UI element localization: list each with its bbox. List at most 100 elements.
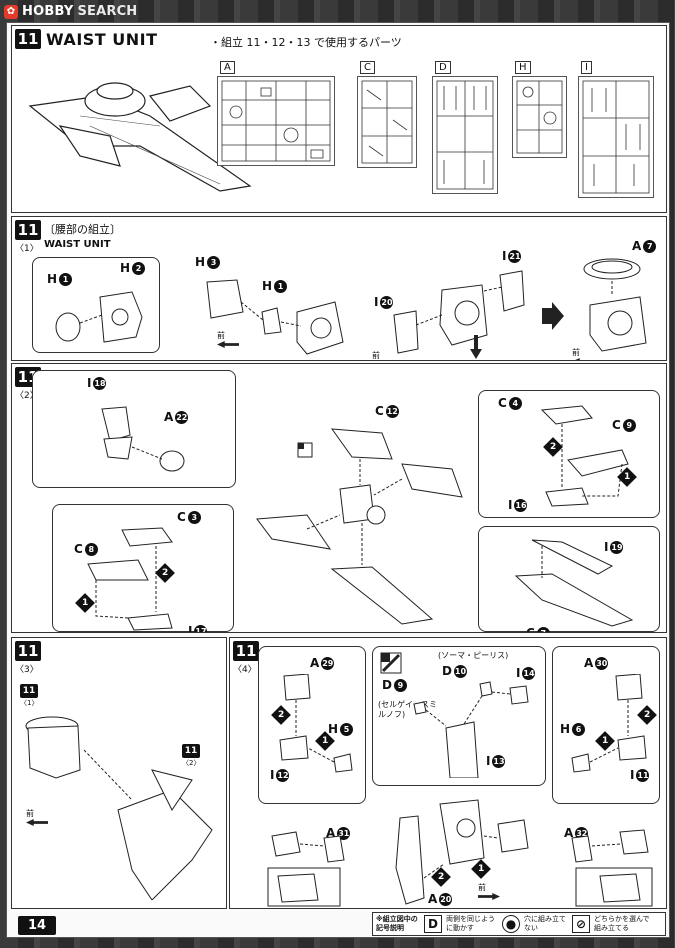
- h3-assembly-drawing: [206, 279, 344, 355]
- brand-logo-icon: ✿: [4, 4, 18, 19]
- part-number: 4: [508, 396, 522, 410]
- h1-h2-parts-drawing: [55, 291, 143, 343]
- part-number: 11: [636, 768, 650, 782]
- runner-label: D: [435, 61, 451, 74]
- front-arrow-icon: [572, 358, 594, 360]
- section-title: WAIST UNIT: [44, 239, 111, 250]
- step-badge: 11: [15, 641, 41, 661]
- part-letter: C: [177, 510, 186, 524]
- order-number: 1: [623, 471, 631, 482]
- part-number: 8: [84, 542, 98, 556]
- front-indicator: 前: [478, 882, 500, 900]
- center-skirt-assembly-drawing: [256, 428, 463, 625]
- part-number: 20: [439, 892, 453, 906]
- part-number: 18: [93, 376, 107, 390]
- part-letter: A: [564, 826, 574, 840]
- part-letter: H: [195, 255, 206, 269]
- front-arrow-icon: [26, 819, 48, 826]
- part-letter: A: [584, 656, 594, 670]
- a31-drawing: [267, 831, 345, 907]
- d9-d10-i13-drawing: [413, 681, 529, 778]
- c4-c9-i16-drawing: [540, 405, 629, 507]
- part-number: 19: [610, 540, 624, 554]
- section-title: WAIST UNIT: [46, 30, 158, 49]
- waist-unit-illustration: [28, 82, 252, 192]
- a7-assembly-drawing: [583, 258, 647, 352]
- part-letter: A: [326, 826, 336, 840]
- runner-c-drawing: [361, 80, 413, 164]
- part-number: 7: [536, 626, 550, 632]
- legend-heading: ※組立図中の記号説明: [376, 915, 418, 932]
- front-label: 前: [217, 331, 225, 340]
- part-letter: I: [270, 768, 275, 782]
- part-number: 10: [453, 664, 467, 678]
- legend-text: 両側を同じように動かす: [446, 915, 495, 932]
- part-number: 3: [187, 510, 201, 524]
- part-letter: C: [612, 418, 621, 432]
- part-letter: H: [560, 722, 571, 736]
- order-number: 2: [277, 709, 285, 720]
- front-label: 前: [26, 809, 34, 818]
- a32-drawing: [571, 829, 653, 907]
- part-number: 5: [340, 722, 354, 736]
- c3-c8-i17-drawing: [87, 527, 173, 631]
- order-number: 2: [161, 567, 169, 578]
- legend-text: 穴に組み立てない: [524, 915, 566, 932]
- page-number: 14: [18, 916, 57, 935]
- order-number: 2: [549, 441, 557, 452]
- front-label: 前: [572, 348, 580, 357]
- parts-heading: ・組立 11・12・13 で使用するパーツ: [210, 36, 402, 49]
- brand-search: SEARCH: [77, 4, 138, 19]
- part-number: 17: [194, 624, 208, 632]
- part-letter: C: [498, 396, 507, 410]
- i20-i21-assembly-drawing: [393, 270, 525, 359]
- part-letter: C: [74, 542, 83, 556]
- choose-one-icon: ⊘: [572, 915, 590, 933]
- part-letter: A: [428, 892, 438, 906]
- order-number: 1: [81, 597, 89, 608]
- part-number: 16: [514, 498, 528, 512]
- front-arrow-icon: [217, 341, 239, 348]
- brand-header: ✿ HOBBY SEARCH: [4, 3, 137, 20]
- manual-page: 11 WAIST UNIT ・組立 11・12・13 で使用するパーツ A C …: [6, 22, 670, 938]
- part-letter: I: [502, 249, 507, 263]
- part-letter: D: [442, 664, 452, 678]
- runner-i: I: [578, 61, 654, 198]
- next-step-arrow-icon: [542, 302, 564, 330]
- front-label: 前: [478, 883, 486, 892]
- part-number: 1: [274, 279, 288, 293]
- runner-c: C: [357, 61, 417, 168]
- brand-hobby: HOBBY: [22, 4, 74, 19]
- runner-label: H: [515, 61, 531, 74]
- ref-sub-2: 〈2〉: [182, 759, 201, 767]
- note-sergei: (セルゲイ・スミルノフ): [378, 700, 437, 719]
- legend-text: どちらかを選んで組み立てる: [594, 915, 650, 932]
- part-letter: I: [516, 666, 521, 680]
- section-waist-combine: 11 〈3〉 11 〈1〉 11 〈2〉 前: [11, 637, 227, 909]
- order-number: 1: [601, 735, 609, 746]
- part-letter: I: [374, 295, 379, 309]
- runner-label: A: [220, 61, 235, 74]
- part-number: 21: [508, 249, 522, 263]
- part-letter: A: [310, 656, 320, 670]
- part-letter: A: [632, 239, 642, 253]
- part-number: 22: [175, 410, 189, 424]
- move-both-sides-icon: D: [424, 915, 442, 933]
- a30-h6-i11-drawing: [571, 674, 647, 773]
